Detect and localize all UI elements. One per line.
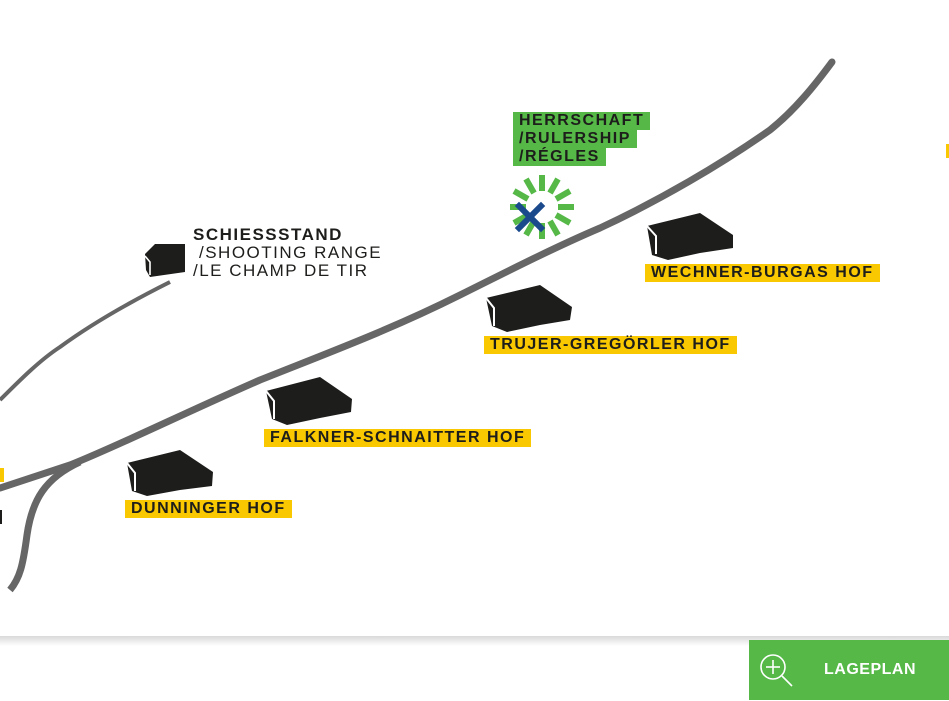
zoom-in-icon: [760, 654, 793, 687]
herrschaft-label-line2: /RULERSHIP: [513, 130, 637, 148]
main-road: [0, 58, 836, 492]
offscreen-label-edge: [946, 144, 949, 158]
offscreen-label-edge: [0, 468, 4, 482]
herrschaft-label-line3: /RÉGLES: [513, 148, 606, 166]
burst-x-marker-icon: [510, 175, 574, 239]
building-icon: [126, 450, 213, 496]
farm-label-falkner-schnaitter[interactable]: FALKNER-SCHNAITTER HOF: [264, 429, 532, 447]
map-shadow: [0, 636, 949, 646]
farm-label-dunninger[interactable]: DUNNINGER HOF: [125, 500, 292, 518]
shooting-range-label: SCHIESSSTAND /SHOOTING RANGE /LE CHAMP D…: [193, 226, 382, 280]
herrschaft-label-line1: HERRSCHAFT: [513, 112, 651, 130]
shooting-range-title: SCHIESSSTAND: [193, 225, 343, 244]
road-shooting-range: [0, 280, 171, 402]
shooting-range-fr: /LE CHAMP DE TIR: [193, 261, 369, 280]
building-icon: [144, 244, 185, 277]
site-map[interactable]: HERRSCHAFT /RULERSHIP /RÉGLES SCHIESSSTA…: [0, 0, 949, 640]
shooting-range-en: /SHOOTING RANGE: [199, 243, 383, 262]
building-icon: [646, 213, 733, 260]
road-branch-south: [7, 458, 82, 593]
map-canvas: [0, 58, 836, 593]
site-plan-button-label: LAGEPLAN: [824, 661, 916, 678]
herrschaft-label: HERRSCHAFT /RULERSHIP /RÉGLES: [513, 112, 651, 166]
offscreen-building-edge: [0, 510, 2, 524]
building-icon: [485, 285, 572, 332]
farm-label-trujer-gregoerler[interactable]: TRUJER-GREGÖRLER HOF: [484, 336, 737, 354]
building-icon: [265, 377, 352, 425]
farm-label-wechner-burgas[interactable]: WECHNER-BURGAS HOF: [645, 264, 880, 282]
site-plan-button[interactable]: LAGEPLAN: [749, 640, 949, 700]
